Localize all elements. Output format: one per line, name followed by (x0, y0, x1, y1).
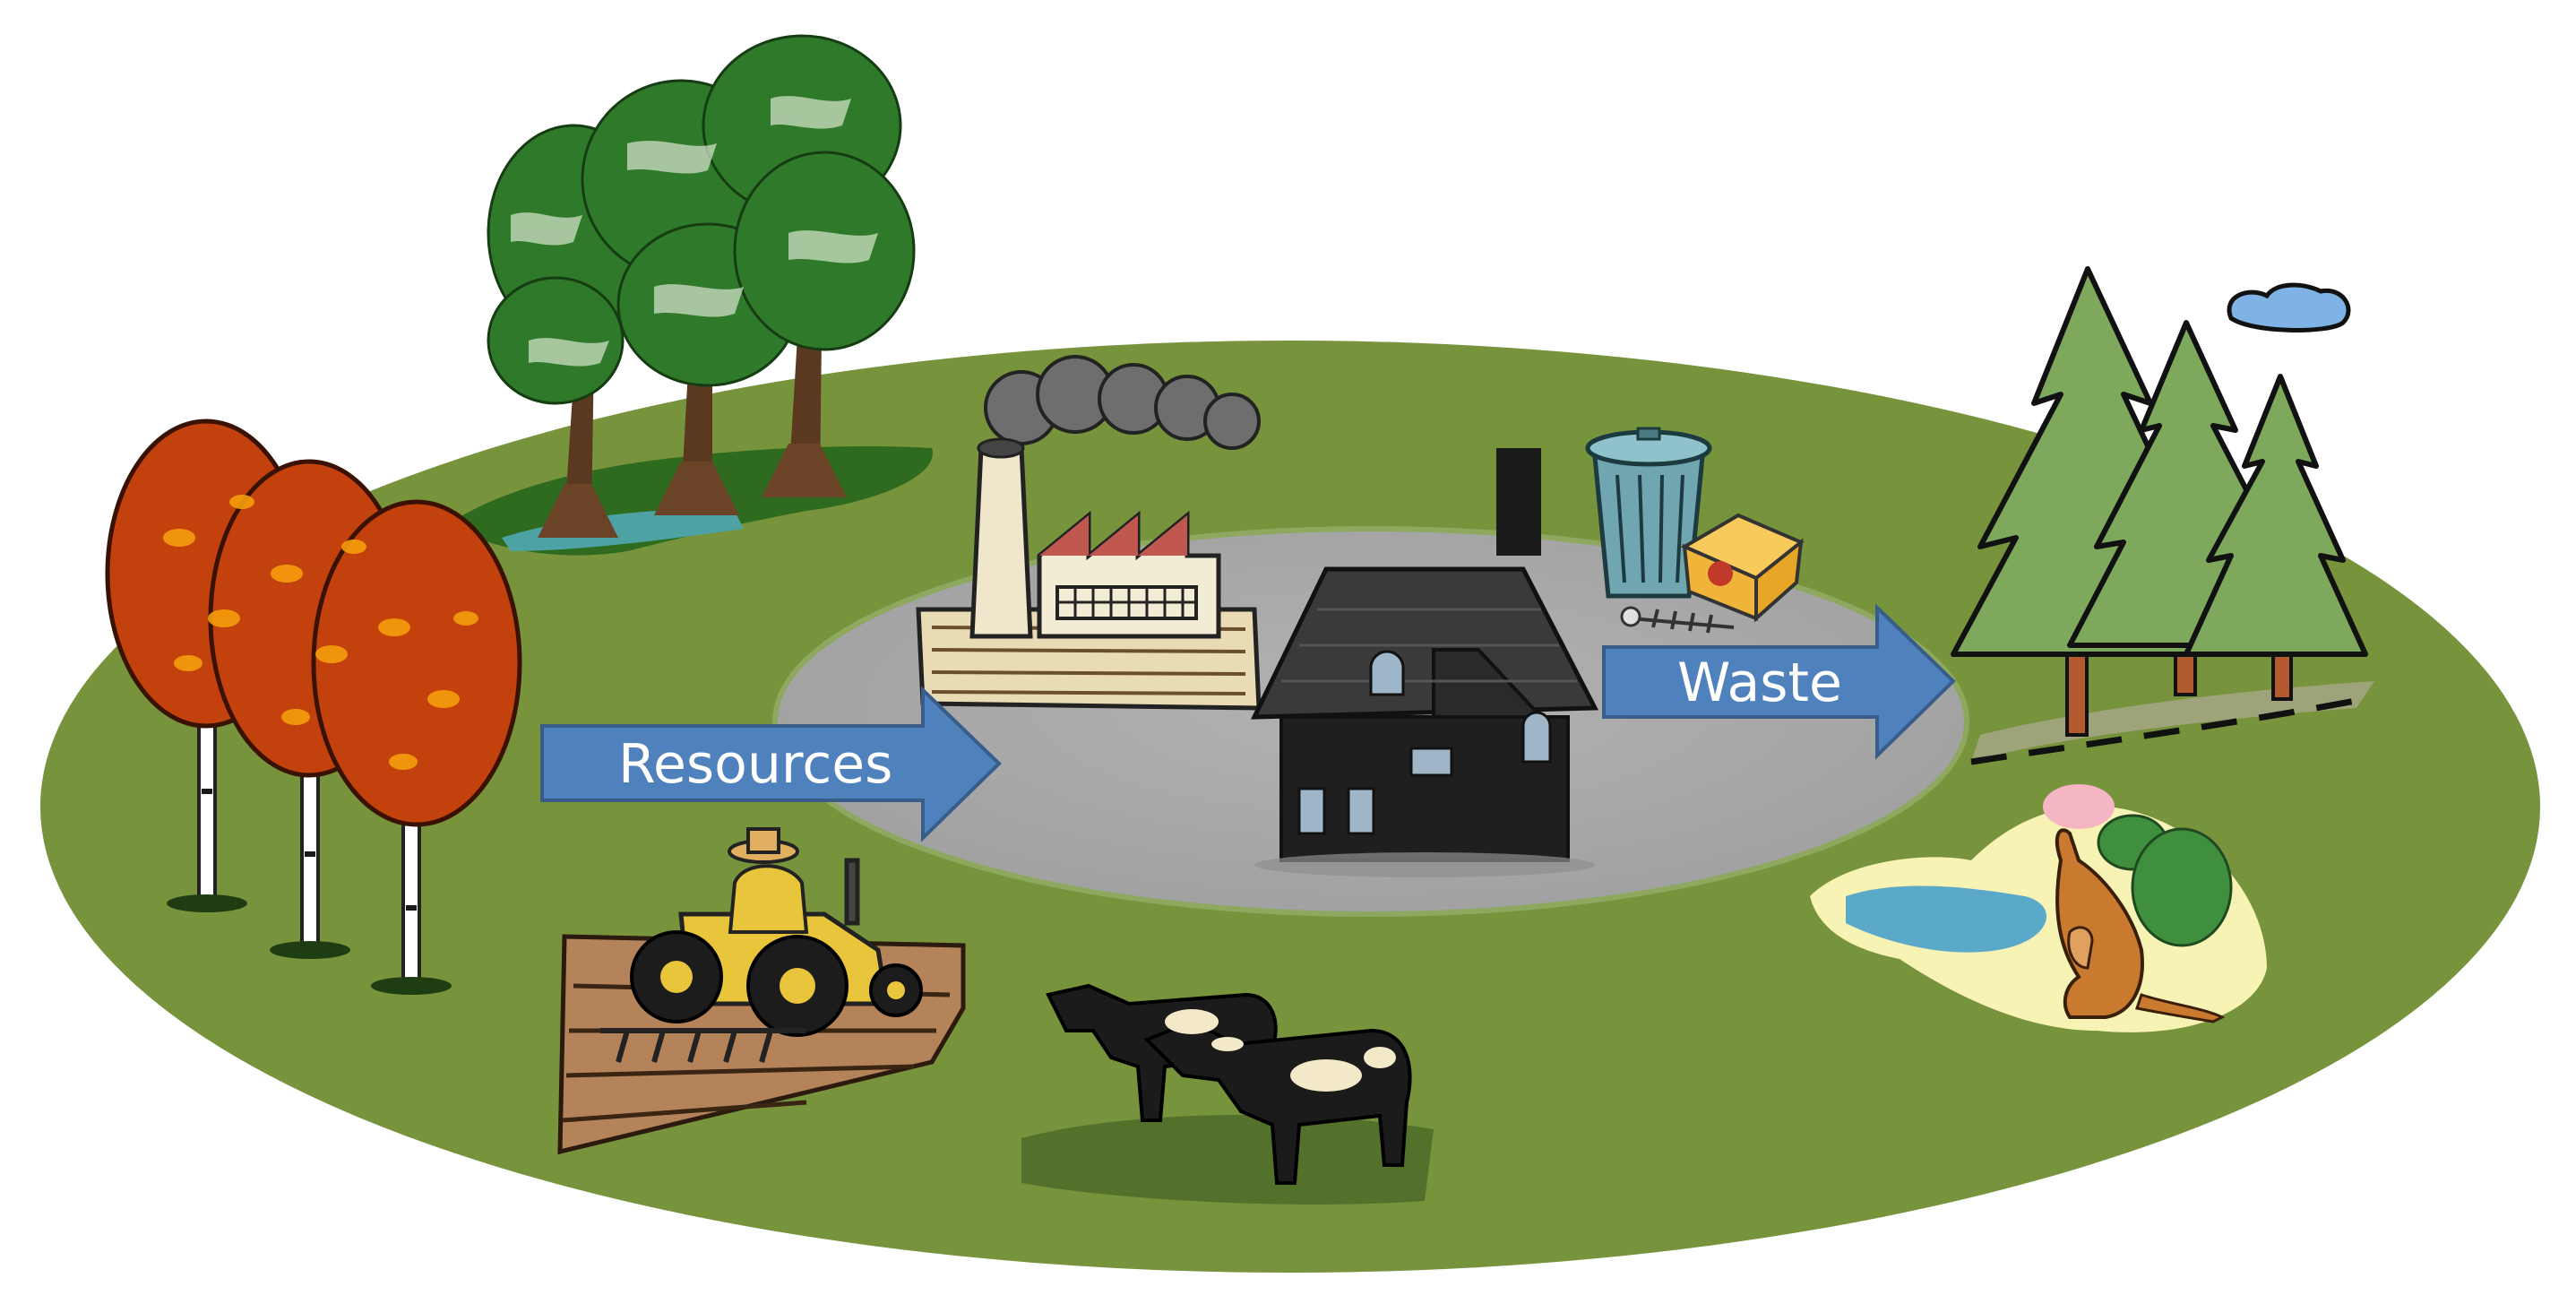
swamp-cypress-trees-icon (448, 34, 933, 556)
cows-icon (1021, 983, 1434, 1205)
resources-label: Resources (618, 733, 892, 796)
factory-icon (916, 355, 1262, 711)
resources-arrow: Resources (540, 686, 1002, 842)
trash-can-icon (1585, 427, 1805, 634)
pine-trees-icon (1951, 266, 2374, 765)
house-icon (1250, 448, 1599, 877)
kangaroo-habitat-icon (1810, 784, 2267, 1032)
waste-arrow: Waste (1602, 603, 1956, 760)
tractor-farmer-icon (557, 827, 966, 1155)
waste-label: Waste (1677, 652, 1842, 714)
cloud-icon (2227, 282, 2351, 332)
autumn-trees-icon (105, 419, 522, 995)
